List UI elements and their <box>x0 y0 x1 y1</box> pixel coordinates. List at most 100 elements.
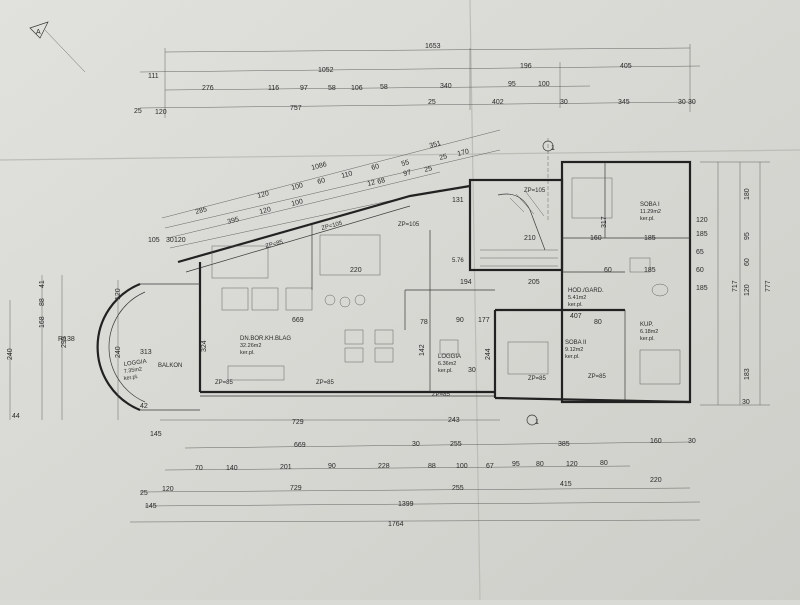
dim-inner-78: 78 <box>420 319 428 326</box>
svg-text:ker.pl.: ker.pl. <box>568 302 583 308</box>
dim-diag-55: 55 <box>401 159 410 168</box>
dim-diag-68: 68 <box>377 177 386 186</box>
dim-diag-120c: 120 <box>174 237 186 244</box>
window-label-2: ZP=85 <box>316 380 335 386</box>
dim-diag-60a: 60 <box>317 177 326 186</box>
dim-diag-100b: 100 <box>291 198 304 208</box>
svg-text:9.12m2: 9.12m2 <box>565 347 583 353</box>
dim-inner-80: 80 <box>594 319 602 326</box>
dim-bot-80a: 80 <box>536 461 544 468</box>
stair-level: 5.76 <box>452 258 464 264</box>
svg-text:1: 1 <box>535 419 539 426</box>
dim-inner-90: 90 <box>456 317 464 324</box>
dim-bot-243: 243 <box>448 417 460 424</box>
dim-diag-120b: 120 <box>259 206 272 216</box>
room-living: DN.BOR.KH.BLAG 32.26m2 ker.pl. <box>240 336 291 356</box>
svg-text:KUP.: KUP. <box>640 322 654 328</box>
dim-right-95: 95 <box>744 232 751 240</box>
svg-text:HOD./GARD.: HOD./GARD. <box>568 288 604 294</box>
dim-diag-351: 351 <box>429 140 442 150</box>
dim-top-405: 405 <box>620 63 632 70</box>
dim-top-30a: 30 <box>560 99 568 106</box>
dim-diag-285: 285 <box>195 206 208 216</box>
svg-text:7.35m2: 7.35m2 <box>123 366 142 374</box>
window-label-3: ZP=85 <box>528 376 547 382</box>
dim-left-145: 145 <box>150 431 162 438</box>
svg-text:DN.BOR.KH.BLAG: DN.BOR.KH.BLAG <box>240 336 291 342</box>
top-dimension-lines <box>139 44 701 118</box>
dim-top-120: 120 <box>155 109 167 116</box>
dim-bot-669: 669 <box>294 442 306 449</box>
right-dimension-lines <box>700 161 770 406</box>
dim-right-185b: 185 <box>696 285 708 292</box>
dim-inner-244: 244 <box>485 348 492 360</box>
dim-bot-255a: 255 <box>450 441 462 448</box>
dim-bot-145: 145 <box>145 503 157 510</box>
dim-bot-30b: 30 <box>688 438 696 445</box>
dim-bot-90: 90 <box>328 463 336 470</box>
dim-left-42: 42 <box>140 403 148 410</box>
dim-bot-30a: 30 <box>412 441 420 448</box>
dim-right-60: 60 <box>696 267 704 274</box>
window-label-9: ZP=105 <box>398 222 420 228</box>
dim-bot-1399: 1399 <box>398 501 414 508</box>
dim-inner-220: 220 <box>350 267 362 274</box>
dim-diag-30: 30 <box>166 237 174 244</box>
dim-top-1052: 1052 <box>318 67 334 74</box>
svg-text:ker.pl.: ker.pl. <box>438 368 453 374</box>
dim-diag-100a: 100 <box>291 182 304 192</box>
dim-top-100: 100 <box>538 81 550 88</box>
svg-text:LOGGIA: LOGGIA <box>438 354 461 360</box>
dim-left-41: 41 <box>39 280 46 288</box>
svg-text:ker.pl.: ker.pl. <box>240 350 255 356</box>
dim-top-757: 757 <box>290 105 302 112</box>
dim-right-717: 717 <box>732 280 739 292</box>
svg-text:ker.pl.: ker.pl. <box>565 354 580 360</box>
dim-diag-25: 25 <box>439 153 448 162</box>
bottom-dimension-lines <box>129 419 701 523</box>
dim-right-120b: 120 <box>744 284 751 296</box>
room-loggia-2: LOGGIA 7.35m2 ker.pl. <box>123 359 147 382</box>
dim-diag-170: 170 <box>457 148 470 158</box>
svg-text:5.41m2: 5.41m2 <box>568 295 586 301</box>
dim-right-120: 120 <box>696 217 708 224</box>
window-label-4: ZP=85 <box>588 374 607 380</box>
window-label-1: ZP=85 <box>215 380 234 386</box>
dim-right-183: 183 <box>744 368 751 380</box>
dim-diag-105: 105 <box>148 237 160 244</box>
dim-top-97: 97 <box>300 85 308 92</box>
dim-diag-12: 12 <box>367 179 376 188</box>
paper-fold-horizontal <box>0 149 800 161</box>
dim-bot-220: 220 <box>650 477 662 484</box>
dim-diag-97: 97 <box>403 169 412 178</box>
dim-diag-120a: 120 <box>257 190 270 200</box>
dim-inner-60: 60 <box>604 267 612 274</box>
dim-top-196: 196 <box>520 63 532 70</box>
left-dimension-lines <box>9 275 119 420</box>
room-soba-1: SOBA I 11.29m2 ker.pl. <box>640 202 661 222</box>
dim-top-58b: 58 <box>380 84 388 91</box>
svg-text:ker.pl.: ker.pl. <box>640 216 655 222</box>
svg-text:1: 1 <box>551 145 555 152</box>
dim-top-1653: 1653 <box>425 43 441 50</box>
dim-inner-185: 185 <box>644 235 656 242</box>
dim-131: 131 <box>452 197 464 204</box>
section-marker-bottom: 1 <box>526 414 539 426</box>
furniture <box>211 177 681 385</box>
north-marker: A <box>29 21 86 73</box>
dim-top-95: 95 <box>508 81 516 88</box>
svg-text:SOBA I: SOBA I <box>640 202 660 208</box>
room-kup: KUP. 6.18m2 ker.pl. <box>640 322 658 342</box>
dim-left-313: 313 <box>140 349 152 356</box>
diagonal-dimension-lines <box>161 129 501 249</box>
dim-bot-1764: 1764 <box>388 521 404 528</box>
dim-right-777: 777 <box>765 280 772 292</box>
north-marker-label: A <box>36 29 41 36</box>
dim-top-25b: 25 <box>428 99 436 106</box>
dim-bot-415: 415 <box>560 481 572 488</box>
section-marker-top: 1 <box>542 138 555 220</box>
dim-diag-110: 110 <box>341 170 354 180</box>
dim-inner-30: 30 <box>468 367 476 374</box>
dim-inner-142: 142 <box>419 344 426 356</box>
